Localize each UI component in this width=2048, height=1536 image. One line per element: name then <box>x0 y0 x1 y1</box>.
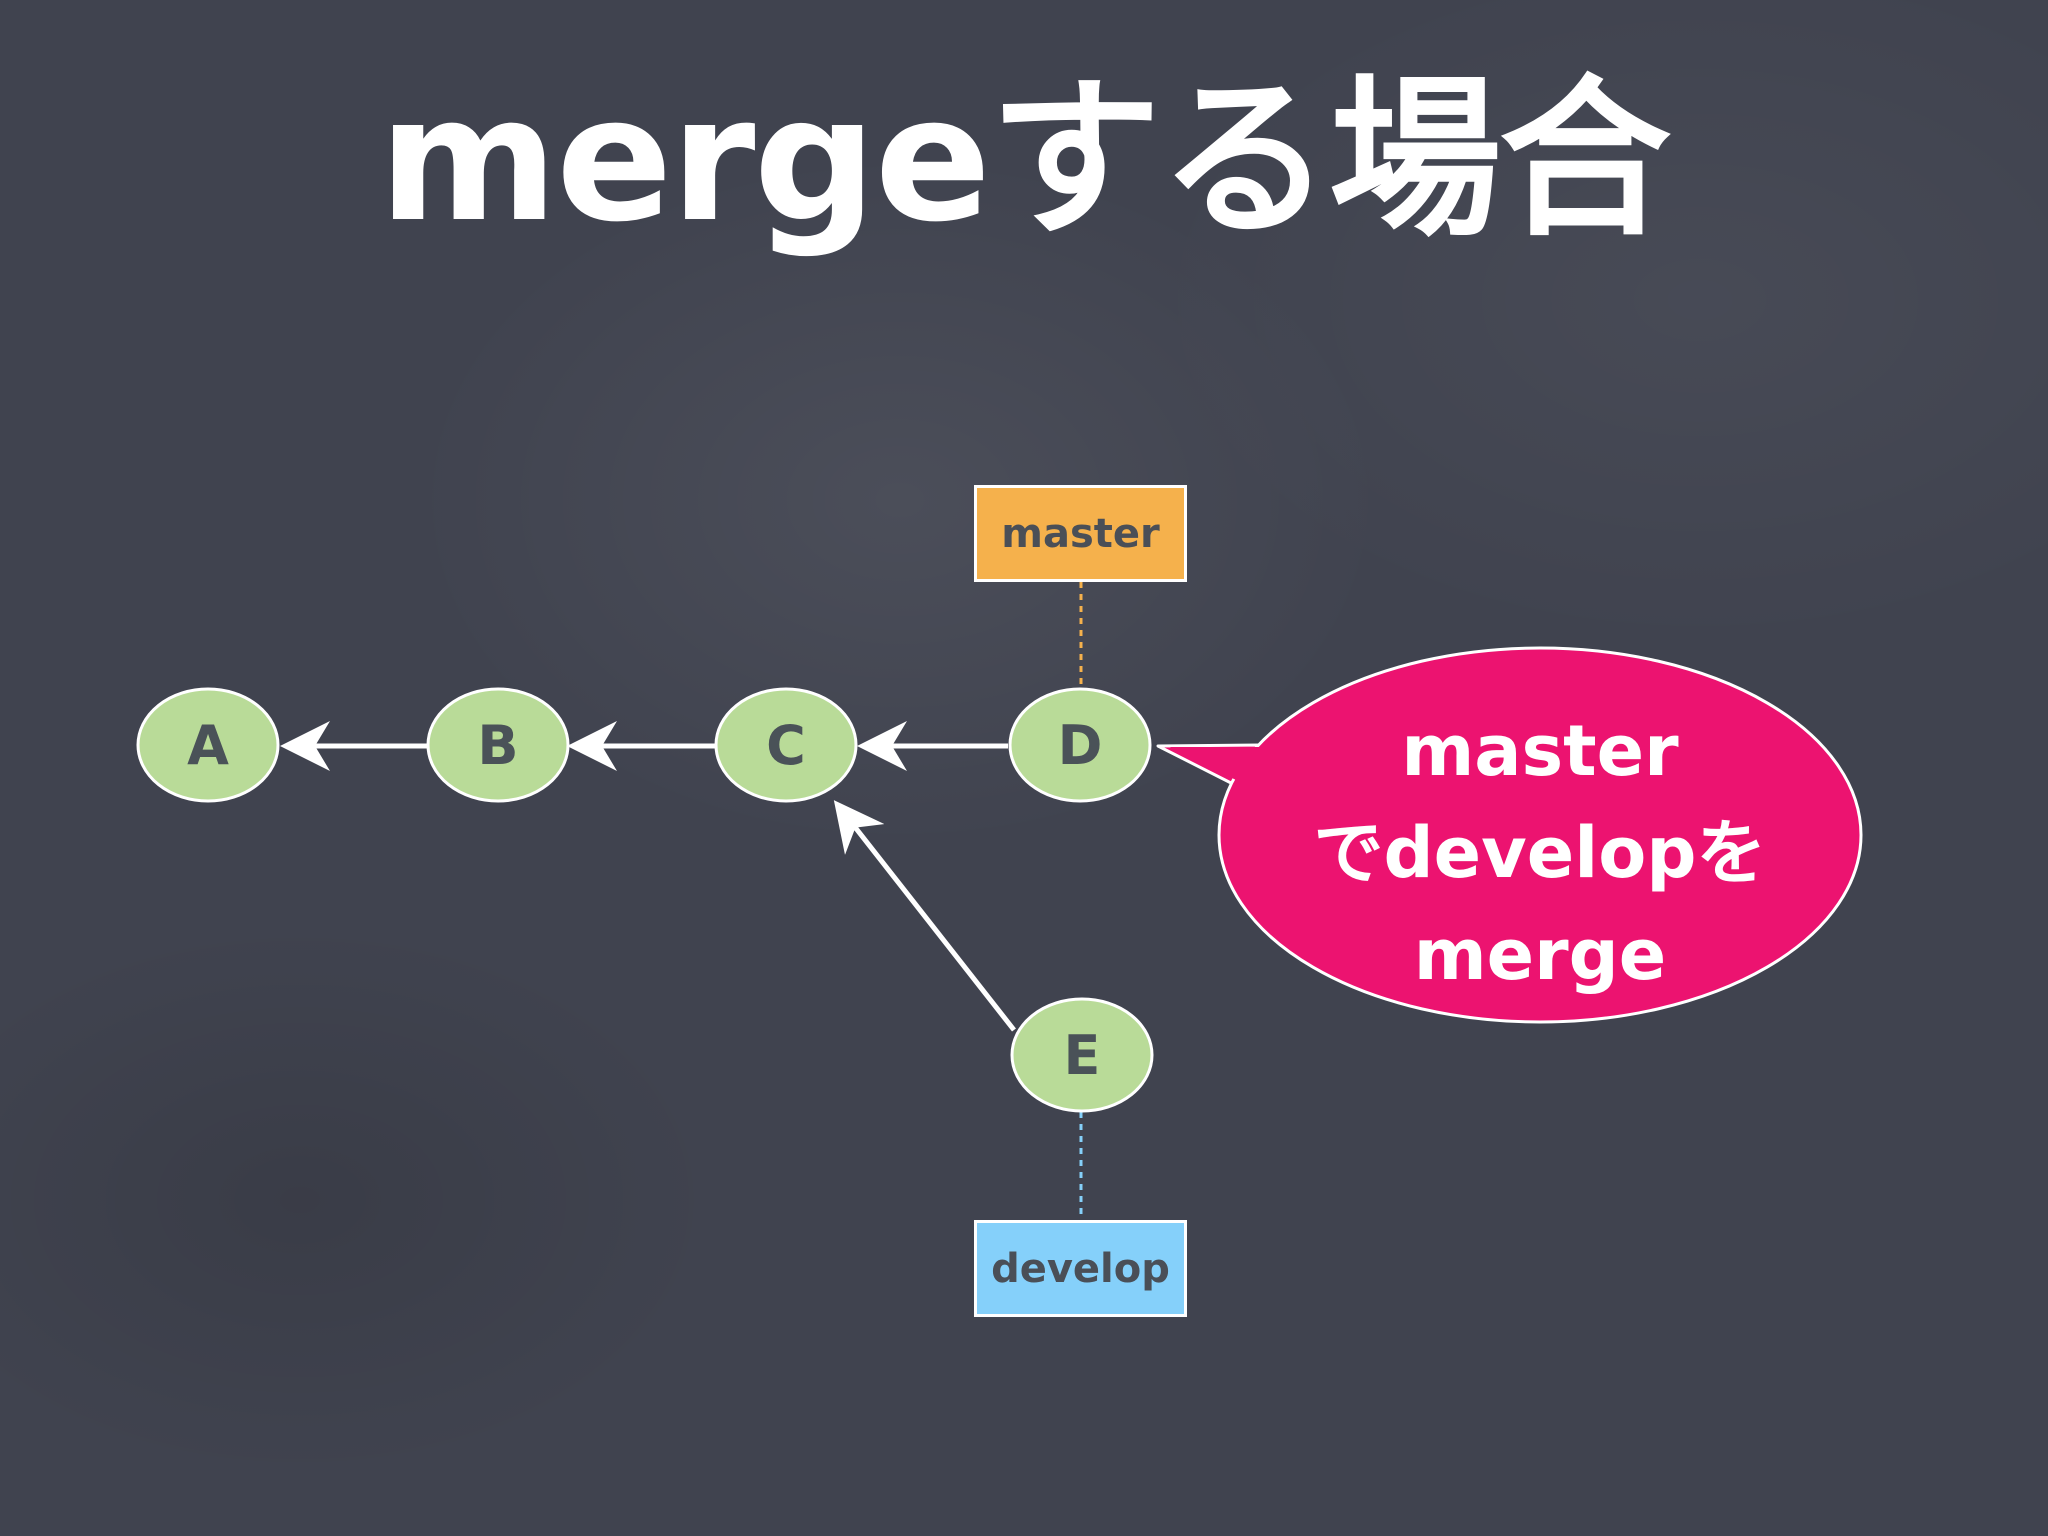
commit-node-a: A <box>136 687 280 803</box>
callout-tail-cover <box>1170 747 1262 781</box>
callout-line-1: master <box>1401 710 1679 792</box>
master-branch-label: master <box>974 485 1187 582</box>
commit-label-b: B <box>477 714 518 777</box>
commit-node-b: B <box>426 687 570 803</box>
commit-node-c: C <box>714 687 858 803</box>
commit-node-e: E <box>1010 997 1154 1113</box>
arrow-e-to-c <box>833 800 1016 1032</box>
develop-branch-label: develop <box>974 1220 1187 1317</box>
commit-label-c: C <box>766 714 806 777</box>
commit-label-e: E <box>1064 1024 1101 1087</box>
commit-label-d: D <box>1058 714 1103 777</box>
slide-title: mergeする場合 <box>378 59 1671 260</box>
callout-bubble <box>1217 646 1863 1024</box>
callout-line-2: でdevelopを <box>1313 812 1767 894</box>
commit-label-a: A <box>187 714 229 777</box>
callout-text: master でdevelopを merge <box>1230 700 1850 1006</box>
commit-node-d: D <box>1008 687 1152 803</box>
callout-line-3: merge <box>1413 914 1667 996</box>
